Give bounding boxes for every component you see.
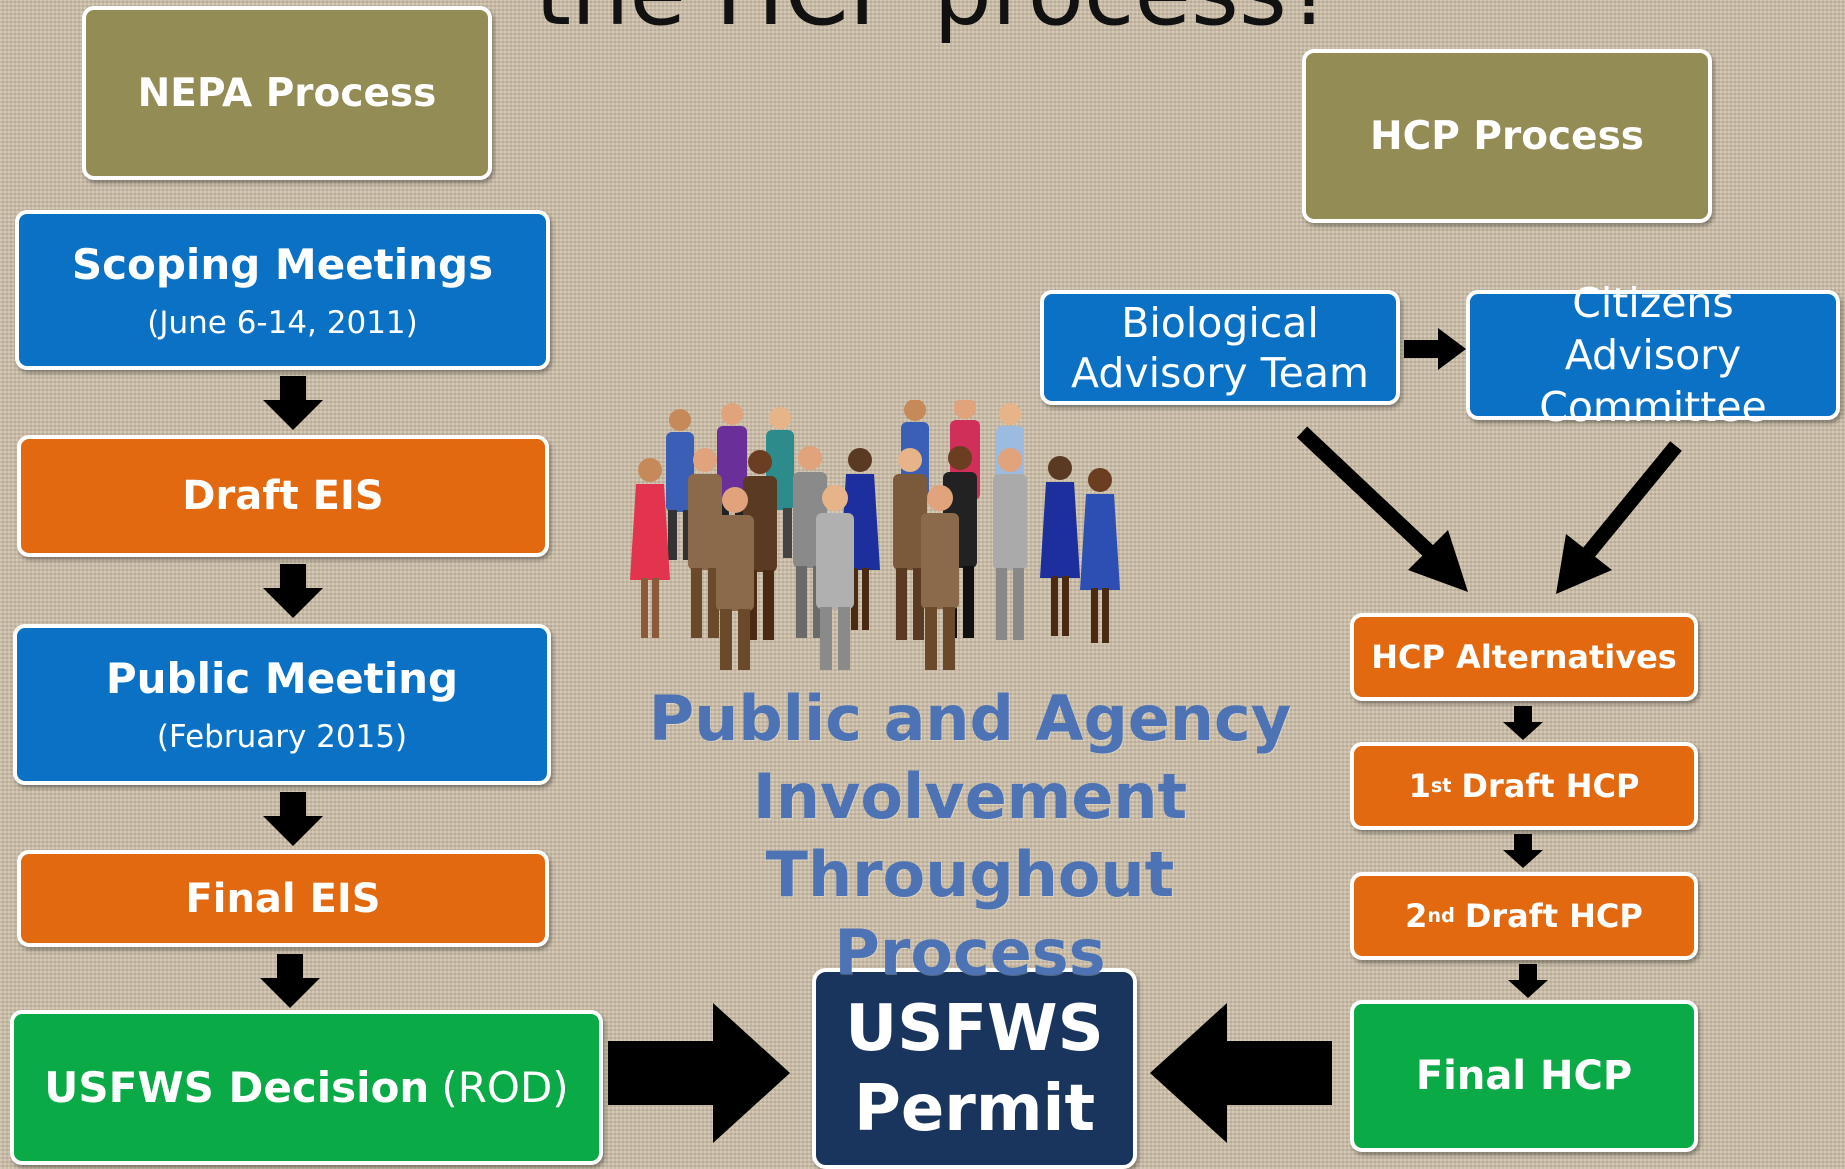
biological-advisory-team-label: Biological Advisory Team — [1071, 298, 1369, 397]
down-arrow-icon — [263, 564, 323, 618]
down-arrow-icon — [263, 792, 323, 846]
hcp-process-label: HCP Process — [1369, 113, 1645, 159]
scoping-meetings-date: (June 6-14, 2011) — [147, 304, 418, 341]
down-arrow-icon — [263, 376, 323, 430]
first-draft-label: Draft HCP — [1461, 767, 1640, 805]
slide-title-fragment: the HCP process? — [535, 0, 1336, 48]
hcp-process-header: HCP Process — [1302, 49, 1712, 223]
public-meeting-label: Public Meeting — [105, 654, 459, 703]
second-draft-label: Draft HCP — [1464, 897, 1643, 935]
down-arrow-icon — [1508, 964, 1548, 998]
public-involvement-caption: Public and Agency Involvement Throughout… — [640, 680, 1300, 992]
first-draft-number: 1 — [1408, 767, 1431, 805]
right-arrow-icon — [608, 1003, 790, 1143]
final-eis-label: Final EIS — [185, 875, 381, 922]
biological-advisory-team-box: Biological Advisory Team — [1040, 290, 1400, 405]
nepa-process-label: NEPA Process — [137, 70, 437, 116]
citizens-advisory-committee-label: Citizens Advisory Committee — [1539, 279, 1767, 431]
left-arrow-icon — [1150, 1003, 1332, 1143]
right-arrow-icon — [1404, 328, 1466, 370]
down-arrow-icon — [260, 954, 320, 1008]
public-involvement-line1: Public and Agency — [648, 682, 1292, 755]
diagonal-arrow-icon — [1556, 441, 1682, 594]
final-eis-box: Final EIS — [17, 850, 549, 947]
public-meeting-date: (February 2015) — [156, 719, 408, 755]
down-arrow-icon — [1503, 834, 1543, 868]
public-involvement-line2: Involvement — [752, 760, 1188, 833]
nepa-process-header: NEPA Process — [82, 6, 492, 180]
citizens-advisory-committee-box: Citizens Advisory Committee — [1466, 279, 1840, 431]
hcp-alternatives-label: HCP Alternatives — [1371, 638, 1677, 676]
usfws-decision-suffix: (ROD) — [441, 1063, 569, 1112]
final-hcp-label: Final HCP — [1415, 1053, 1633, 1099]
hcp-alternatives-box: HCP Alternatives — [1350, 613, 1698, 701]
usfws-decision-box: USFWS Decision (ROD) — [10, 1010, 603, 1165]
public-involvement-line3: Throughout Process — [765, 838, 1175, 989]
usfws-permit-line2: Permit — [853, 1071, 1096, 1146]
public-meeting-box: Public Meeting (February 2015) — [13, 624, 551, 785]
usfws-decision-label: USFWS Decision — [44, 1063, 430, 1112]
diagonal-arrow-icon — [1296, 426, 1468, 592]
scoping-meetings-box: Scoping Meetings (June 6-14, 2011) — [15, 210, 550, 370]
usfws-permit-line1: USFWS — [845, 991, 1104, 1066]
second-draft-number: 2 — [1405, 897, 1428, 935]
usfws-permit-box: USFWS Permit — [812, 968, 1137, 1169]
final-hcp-box: Final HCP — [1350, 1000, 1698, 1152]
crowd-of-people-icon — [630, 400, 1120, 670]
draft-eis-label: Draft EIS — [182, 473, 384, 519]
down-arrow-icon — [1503, 706, 1543, 740]
draft-eis-box: Draft EIS — [17, 435, 549, 557]
scoping-meetings-label: Scoping Meetings — [71, 239, 494, 289]
